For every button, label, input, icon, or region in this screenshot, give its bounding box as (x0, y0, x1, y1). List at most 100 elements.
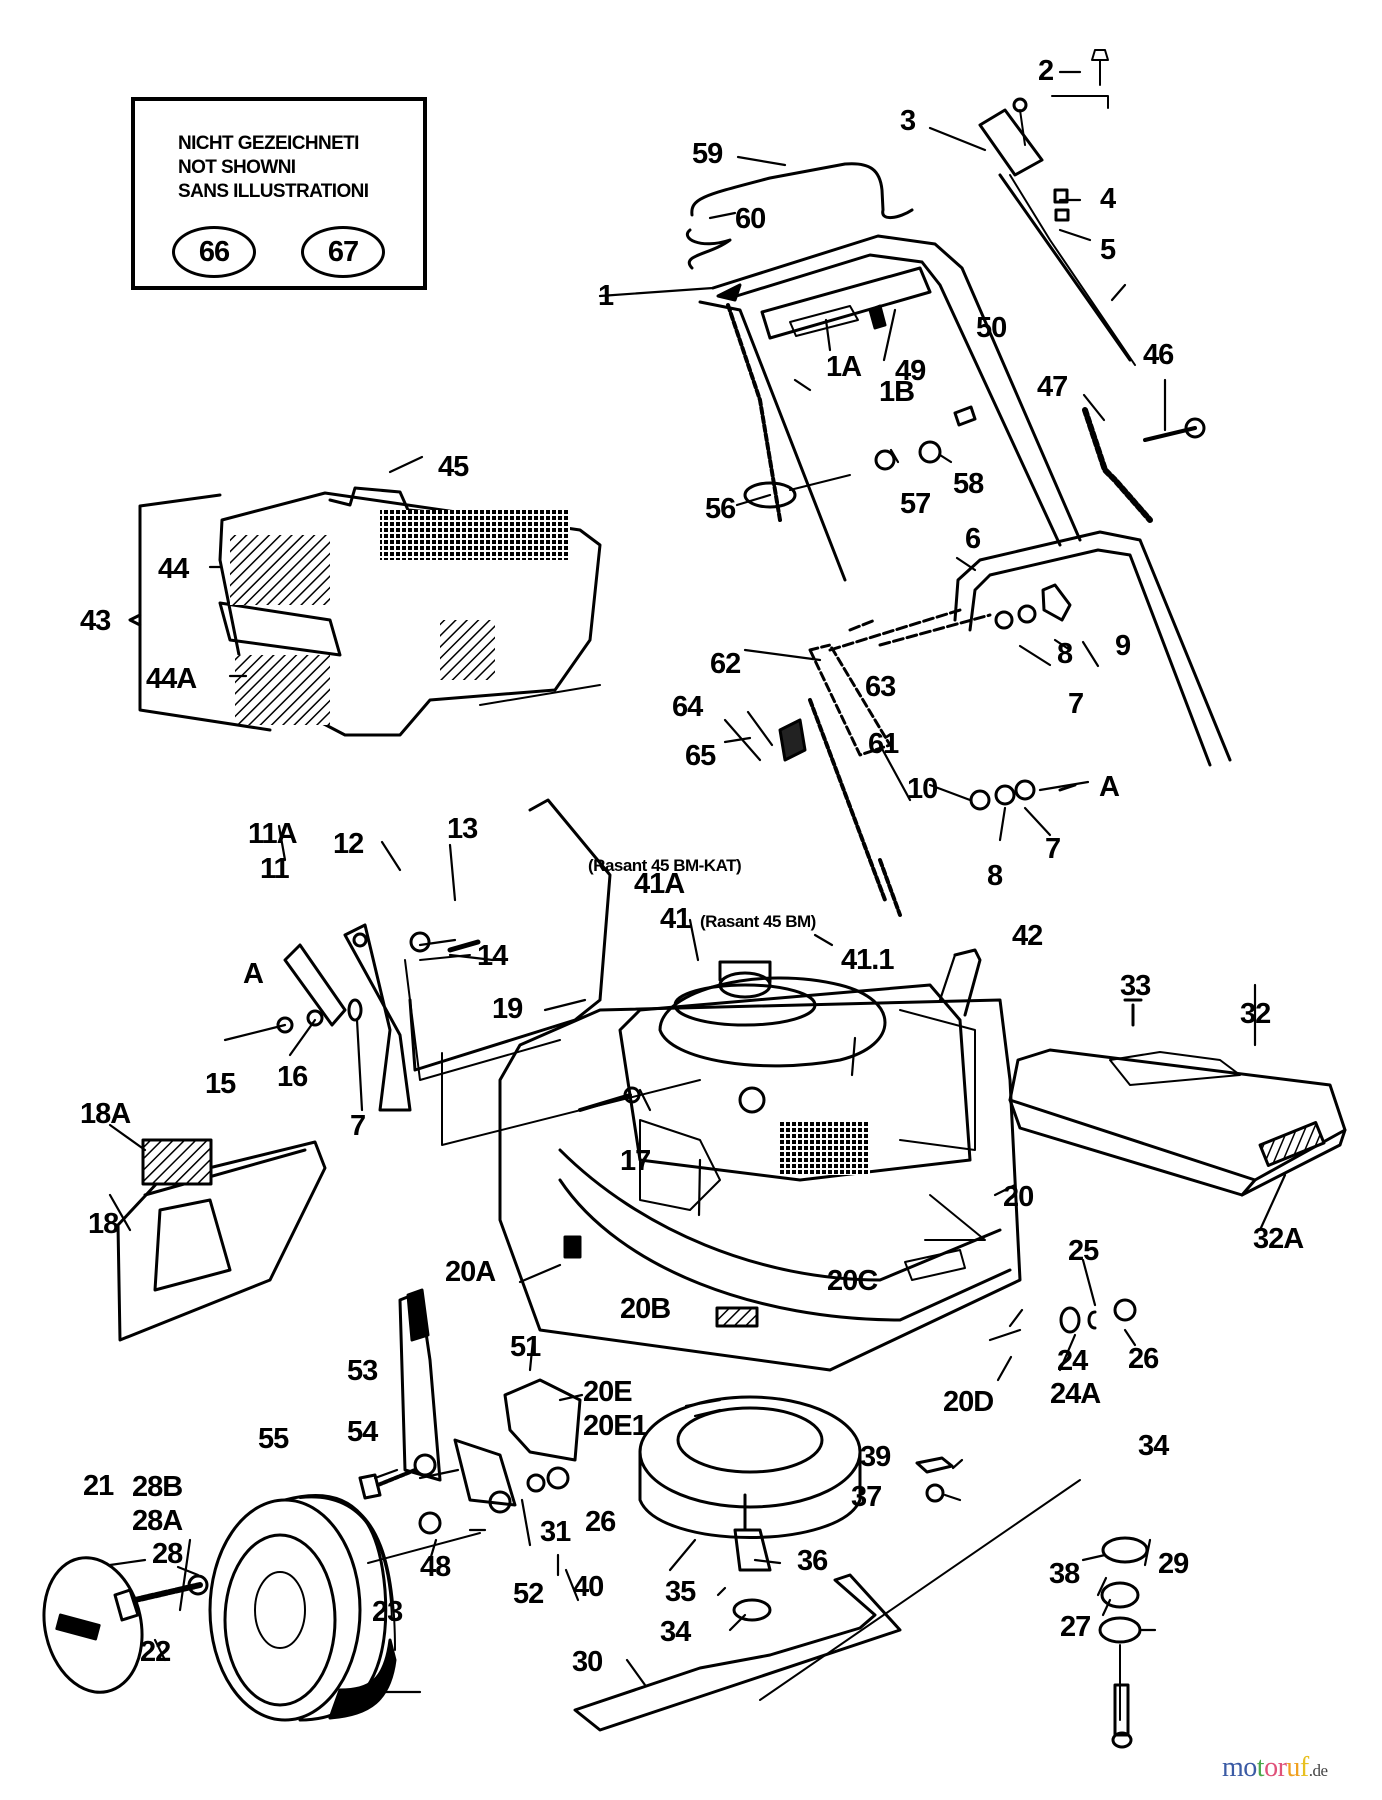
part-label[interactable]: 18A (80, 1098, 131, 1130)
part-label[interactable]: 51 (510, 1331, 541, 1363)
part-label[interactable]: 14 (477, 940, 508, 972)
part-label[interactable]: 26 (1128, 1343, 1159, 1375)
part-label[interactable]: 32A (1253, 1223, 1304, 1255)
part-label[interactable]: 10 (907, 773, 938, 805)
part-label[interactable]: 36 (797, 1545, 828, 1577)
part-label[interactable]: 11 (260, 853, 290, 885)
part-label[interactable]: 56 (705, 493, 736, 525)
watermark-letter: o (1264, 1752, 1278, 1783)
part-label[interactable]: 38 (1049, 1558, 1080, 1590)
watermark-letter: m (1222, 1752, 1244, 1783)
model-note-bm-kat: (Rasant 45 BM-KAT) (588, 856, 742, 875)
part-callout-oval[interactable]: 66 (172, 226, 256, 278)
part-label[interactable]: 49 (895, 355, 926, 387)
part-label[interactable]: 20A (445, 1256, 496, 1288)
part-label[interactable]: 28B (132, 1471, 183, 1503)
part-label[interactable]: 52 (513, 1578, 544, 1610)
part-label[interactable]: 20E (583, 1376, 633, 1408)
part-label[interactable]: 8 (987, 860, 1003, 892)
part-label[interactable]: 16 (277, 1061, 308, 1093)
part-label[interactable]: 61 (868, 728, 899, 760)
part-label[interactable]: 2 (1038, 55, 1054, 87)
part-label-reference-a[interactable]: A (1099, 771, 1120, 803)
part-label[interactable]: 3 (900, 105, 916, 137)
part-label[interactable]: 33 (1120, 970, 1151, 1002)
part-label[interactable]: 15 (205, 1068, 236, 1100)
part-label-reference-a[interactable]: A (243, 958, 264, 990)
part-label[interactable]: 35 (665, 1576, 696, 1608)
part-label[interactable]: 20D (943, 1386, 994, 1418)
watermark-letter: t (1256, 1752, 1265, 1783)
part-label[interactable]: 1 (598, 280, 614, 312)
part-label[interactable]: 8 (1057, 638, 1073, 670)
part-label[interactable]: 34 (660, 1616, 691, 1648)
part-label[interactable]: 63 (865, 671, 896, 703)
part-label[interactable]: 32 (1240, 998, 1271, 1030)
part-label[interactable]: 57 (900, 488, 931, 520)
part-label[interactable]: 23 (372, 1596, 403, 1628)
part-label[interactable]: 43 (80, 605, 111, 637)
part-label[interactable]: 54 (347, 1416, 378, 1448)
part-label[interactable]: 22 (140, 1636, 171, 1668)
part-label[interactable]: 47 (1037, 371, 1068, 403)
part-label[interactable]: 28A (132, 1505, 183, 1537)
part-label[interactable]: 7 (1045, 833, 1061, 865)
part-label[interactable]: 7 (1068, 688, 1084, 720)
part-label[interactable]: 44A (146, 663, 197, 695)
part-label[interactable]: 12 (333, 828, 364, 860)
part-label[interactable]: 24A (1050, 1378, 1101, 1410)
part-label[interactable]: 5 (1100, 234, 1116, 266)
part-label[interactable]: 20 (1003, 1181, 1034, 1213)
part-label[interactable]: 1B (879, 376, 915, 408)
part-label[interactable]: 39 (860, 1441, 891, 1473)
legend-line-english: NOT SHOWNI (178, 157, 296, 178)
part-label[interactable]: 11A (248, 818, 298, 850)
part-label[interactable]: 59 (692, 138, 723, 170)
part-label[interactable]: 27 (1060, 1611, 1091, 1643)
part-label[interactable]: 58 (953, 468, 984, 500)
part-label[interactable]: 7 (350, 1110, 366, 1142)
part-label[interactable]: 6 (965, 523, 981, 555)
part-label[interactable]: 28 (152, 1538, 183, 1570)
part-label[interactable]: 46 (1143, 339, 1174, 371)
part-label[interactable]: 21 (83, 1470, 114, 1502)
part-label[interactable]: 37 (851, 1481, 882, 1513)
part-label[interactable]: 30 (572, 1646, 603, 1678)
part-label[interactable]: 26 (585, 1506, 616, 1538)
part-label[interactable]: 55 (258, 1423, 289, 1455)
part-label[interactable]: 40 (573, 1571, 604, 1603)
part-label[interactable]: 41A (634, 868, 685, 900)
part-label[interactable]: 44 (158, 553, 189, 585)
part-label[interactable]: 31 (540, 1516, 571, 1548)
part-label[interactable]: 34 (1138, 1430, 1169, 1462)
part-label[interactable]: 65 (685, 740, 716, 772)
part-label[interactable]: 9 (1115, 630, 1131, 662)
part-label[interactable]: 24 (1057, 1345, 1088, 1377)
part-label[interactable]: 45 (438, 451, 469, 483)
part-label[interactable]: 19 (492, 993, 523, 1025)
part-callout-oval[interactable]: 67 (301, 226, 385, 278)
part-label[interactable]: 48 (420, 1551, 451, 1583)
part-label[interactable]: 25 (1068, 1235, 1099, 1267)
part-label[interactable]: 29 (1158, 1548, 1189, 1580)
part-label[interactable]: 17 (620, 1145, 651, 1177)
engine-cover-part (1008, 998, 1347, 1197)
part-label[interactable]: 20B (620, 1293, 671, 1325)
wheel-part (208, 1494, 397, 1722)
part-label[interactable]: 13 (447, 813, 478, 845)
watermark-letter: u (1286, 1752, 1300, 1783)
part-label[interactable]: 50 (976, 312, 1007, 344)
part-label[interactable]: 18 (88, 1208, 119, 1240)
part-label[interactable]: 41.1 (841, 944, 894, 976)
part-label[interactable]: 4 (1100, 183, 1116, 215)
part-label[interactable]: 42 (1012, 920, 1043, 952)
part-label[interactable]: 60 (735, 203, 766, 235)
part-label[interactable]: 20C (827, 1265, 878, 1297)
part-label[interactable]: 41 (660, 903, 691, 935)
part-label[interactable]: 1A (826, 351, 862, 383)
part-label[interactable]: 53 (347, 1355, 378, 1387)
part-label[interactable]: 62 (710, 648, 741, 680)
part-label[interactable]: 20E1 (583, 1410, 648, 1442)
part-label[interactable]: 64 (672, 691, 703, 723)
